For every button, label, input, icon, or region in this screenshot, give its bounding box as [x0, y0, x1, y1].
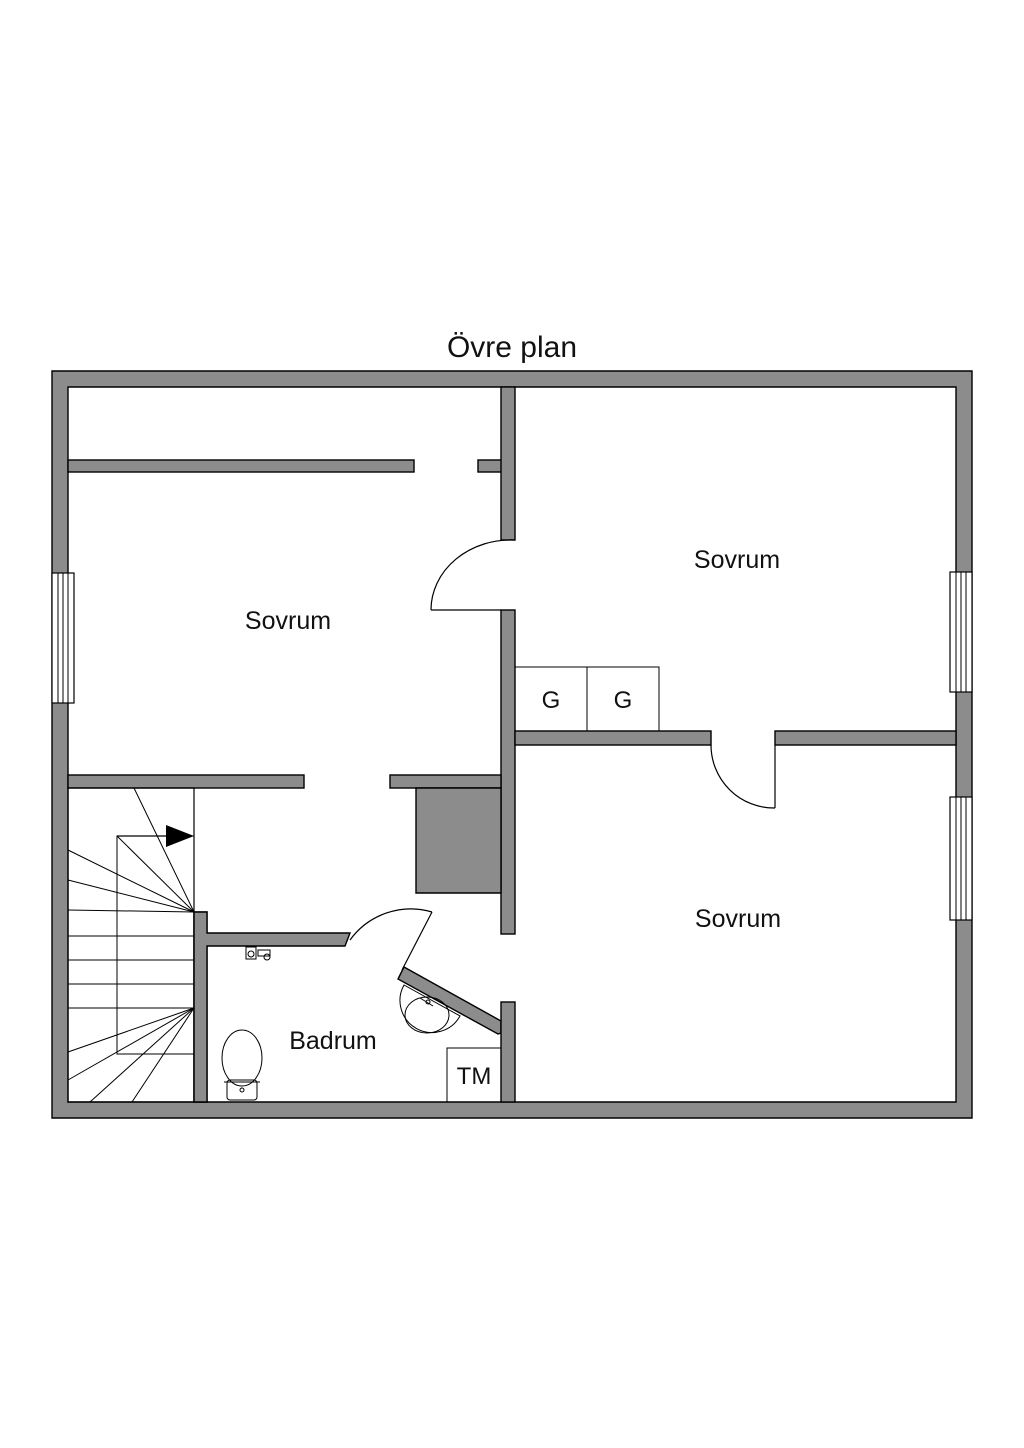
wardrobes: G G: [514, 666, 660, 732]
door-bottom-right: [710, 744, 776, 809]
washing-machine: TM: [446, 1047, 502, 1103]
room-label-bedroom-bottom-right: Sovrum: [695, 905, 781, 933]
plan-title: Övre plan: [447, 331, 577, 364]
faucet-icon: [245, 946, 271, 961]
staircase: [67, 787, 195, 1103]
wardrobe-label-2: G: [614, 687, 633, 714]
sink-icon: [399, 984, 461, 1034]
room-label-bedroom-left: Sovrum: [245, 607, 331, 635]
toilet-icon: [221, 1029, 263, 1101]
door-top-right: [430, 539, 516, 611]
wardrobe-label-1: G: [542, 687, 561, 714]
washing-machine-label: TM: [457, 1063, 492, 1090]
window-left: [51, 572, 75, 704]
door-bathroom: [349, 908, 433, 971]
interior-walls: [67, 386, 957, 1103]
window-right-bottom: [949, 796, 973, 921]
room-label-bathroom: Badrum: [289, 1027, 377, 1055]
stair-arrow-icon: [166, 825, 194, 847]
room-label-bedroom-top-right: Sovrum: [694, 546, 780, 574]
window-right-top: [949, 571, 973, 693]
